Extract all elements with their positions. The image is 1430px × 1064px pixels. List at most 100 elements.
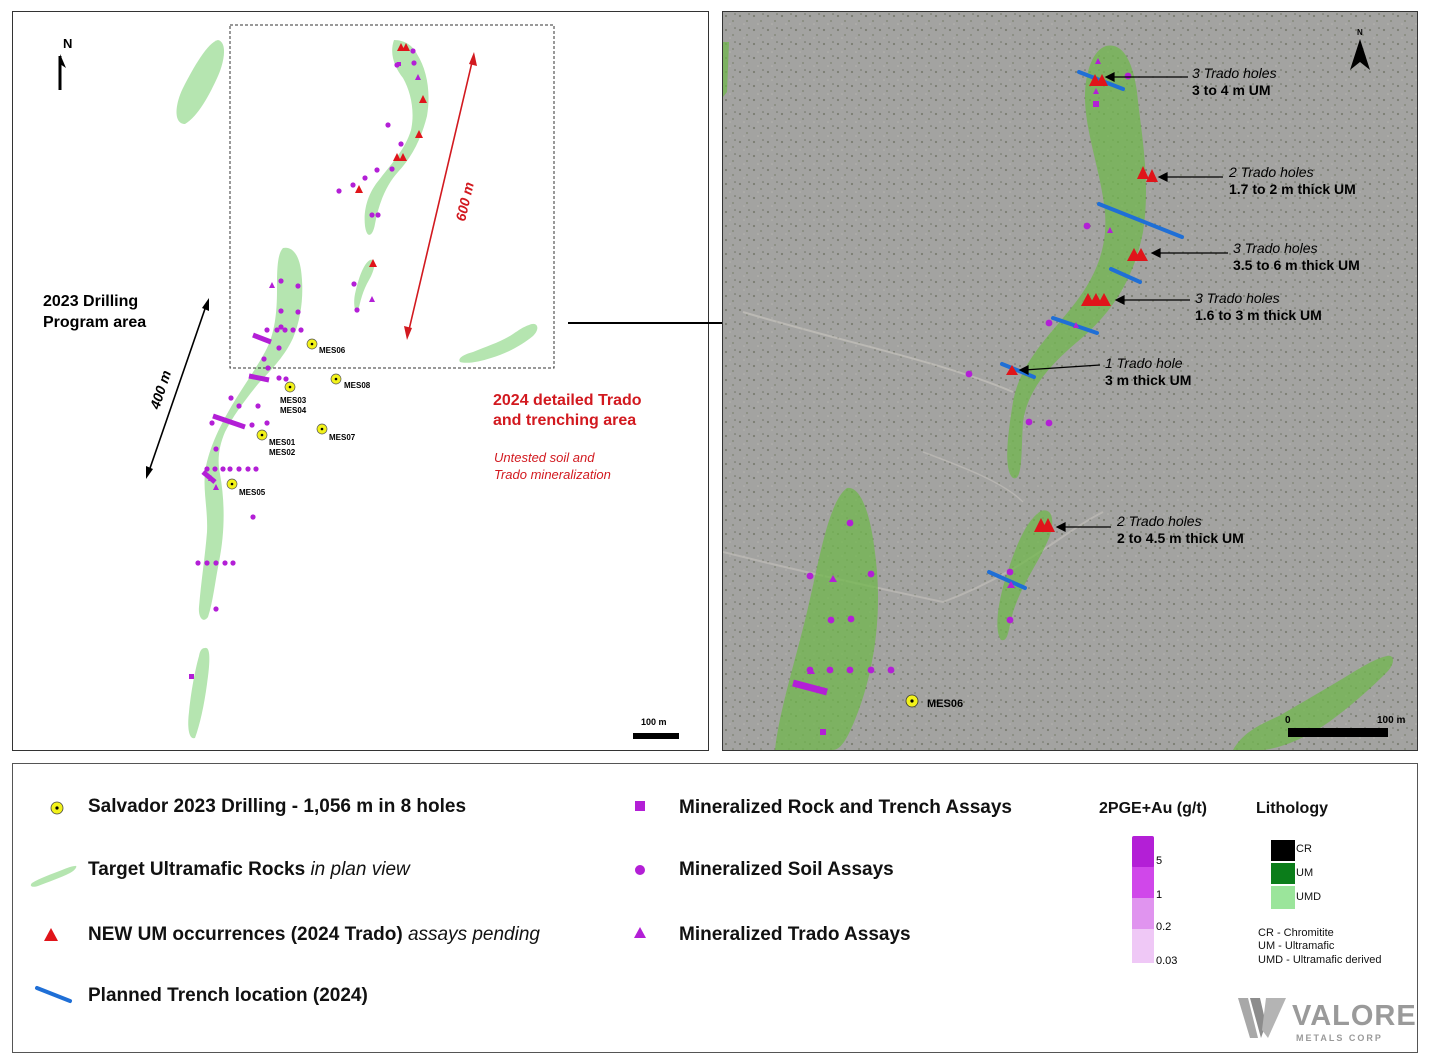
hole-label-mes02: MES02: [269, 448, 296, 457]
grade-tick-1: 1: [1156, 889, 1162, 901]
drill-hole-mes01: [256, 429, 268, 441]
callout-2-line1: 2 Trado holes: [1228, 164, 1314, 180]
hole-label-mes05: MES05: [239, 488, 266, 497]
north-label: N: [63, 36, 72, 51]
lithology-note-um: UM - Ultramafic: [1258, 940, 1335, 952]
callout-4-line2: 1.6 to 3 m thick UM: [1195, 307, 1322, 323]
grade-tick-0-2: 0.2: [1156, 921, 1171, 933]
callout-arrows: [1018, 72, 1228, 532]
overview-map-canvas: N 600 m 400 m: [43, 24, 679, 739]
hole-label-mes06: MES06: [319, 346, 346, 355]
ultramafic-body-detail-se: [1233, 655, 1393, 750]
drilling-area-label-line1: 2023 Drilling: [43, 293, 138, 310]
lithology-swatch-cr: [1271, 840, 1295, 861]
drill-hole-mes07: [316, 423, 328, 435]
trench-assay-detail: [792, 679, 828, 696]
callout-5-line2: 3 m thick UM: [1105, 372, 1191, 388]
scale-bar-detail: 0 100 m: [1285, 715, 1405, 737]
rock-assay-square-icon: [635, 801, 645, 811]
lithology-code-um: UM: [1296, 867, 1314, 879]
callout-2-line2: 1.7 to 2 m thick UM: [1229, 181, 1356, 197]
grade-scale-title: 2PGE+Au (g/t): [1099, 800, 1208, 817]
trado-assay-triangle-icon: [634, 927, 646, 938]
callout-4-line1: 3 Trado holes: [1195, 290, 1280, 306]
hole-label-mes08: MES08: [344, 381, 371, 390]
callout-1-line2: 3 to 4 m UM: [1192, 82, 1271, 98]
ultramafic-body-detail-north: [1007, 45, 1147, 479]
grade-scale-bar: 5 1 0.2 0.03: [1132, 836, 1177, 967]
scale-bar-left-label: 100 m: [641, 717, 667, 727]
north-arrow-icon: [58, 54, 66, 90]
trado-triangle-icon: [44, 928, 58, 941]
ultramafic-body-north-small: [354, 259, 375, 313]
drill-hole-detail-label: MES06: [927, 698, 963, 710]
grade-tick-0-03: 0.03: [1156, 955, 1177, 967]
ultramafic-body-main: [198, 247, 303, 620]
detail-map-panel: 3 Trado holes 3 to 4 m UM 2 Trado holes …: [722, 11, 1418, 751]
scale-bar-detail-zero: 0: [1285, 715, 1291, 726]
legend-drilling-label: Salvador 2023 Drilling - 1,056 m in 8 ho…: [88, 796, 467, 817]
untested-label-line1: Untested soil and: [494, 450, 595, 465]
grade-tick-5: 5: [1156, 855, 1162, 867]
legend-new-um-label: NEW UM occurrences (2024 Trado) assays p…: [88, 924, 540, 946]
callout-5-line1: 1 Trado hole: [1105, 355, 1183, 371]
soil-assays-left: [189, 48, 417, 679]
legend-soil-label: Mineralized Soil Assays: [679, 859, 894, 880]
legend-target-italic: in plan view: [310, 859, 410, 880]
drill-hole-mes06: [306, 338, 318, 350]
ultramafic-body-south: [188, 647, 210, 739]
dimension-400m-label: 400 m: [146, 368, 174, 412]
hole-label-mes01: MES01: [269, 438, 296, 447]
assays-detail: [806, 58, 1132, 735]
trado-assays-left: [208, 74, 421, 490]
callout-6-line1: 2 Trado holes: [1116, 513, 1202, 529]
lithology-note-cr: CR - Chromitite: [1258, 927, 1334, 939]
legend-target-main: Target Ultramafic Rocks: [88, 859, 306, 880]
scale-bar-left: 100 m: [633, 717, 679, 739]
callout-6-line2: 2 to 4.5 m thick UM: [1117, 530, 1244, 546]
drill-hole-labels-left: MES06 MES08 MES03 MES04 MES01 MES02 MES0…: [239, 346, 371, 497]
trado-occurrences-detail: [1006, 74, 1158, 532]
drill-hole-icon: [50, 801, 64, 815]
ultramafic-body-detail-edge: [723, 42, 729, 97]
dimension-600m: 600 m: [404, 52, 477, 340]
trado-area-label-line2: and trenching area: [493, 412, 636, 429]
lithology-code-umd: UMD: [1296, 891, 1322, 903]
detail-map-canvas: 3 Trado holes 3 to 4 m UM 2 Trado holes …: [723, 12, 1417, 750]
ultramafic-body-nw: [176, 40, 225, 124]
ultramafic-shape-icon: [30, 865, 77, 887]
untested-label-line2: Trado mineralization: [494, 467, 611, 482]
north-arrow-detail-icon: N: [1350, 28, 1370, 70]
legend-new-um-main: NEW UM occurrences (2024 Trado): [88, 924, 403, 945]
dimension-400m: 400 m: [146, 298, 209, 479]
lithology-swatch-umd: [1271, 886, 1295, 909]
legend-trado-label: Mineralized Trado Assays: [679, 924, 911, 945]
trado-area-label-line1: 2024 detailed Trado: [493, 392, 642, 409]
logo-subtitle: METALS CORP: [1296, 1033, 1383, 1043]
ultramafic-body-east: [459, 323, 538, 363]
lithology-title: Lithology: [1256, 800, 1328, 817]
ultramafic-body-north: [364, 40, 429, 235]
valore-logo-icon: [1238, 998, 1286, 1038]
legend-target-label: Target Ultramafic Rocks in plan view: [88, 859, 410, 881]
callout-1-line1: 3 Trado holes: [1192, 65, 1277, 81]
overview-map-panel: N 600 m 400 m: [12, 11, 709, 751]
logo-name: VALORE: [1292, 1000, 1417, 1032]
trado-occurrences-left: [355, 43, 427, 267]
legend-panel: [12, 763, 1418, 1053]
svg-text:N: N: [1357, 28, 1363, 37]
hole-label-mes04: MES04: [280, 406, 307, 415]
lithology-note-umd: UMD - Ultramafic derived: [1258, 954, 1382, 966]
drill-hole-mes03: [284, 381, 296, 393]
trado-area-outline: [229, 24, 555, 369]
lithology-swatch-um: [1271, 863, 1295, 884]
callout-3-line2: 3.5 to 6 m thick UM: [1233, 257, 1360, 273]
drill-hole-detail-mes06: MES06: [905, 694, 963, 710]
scale-bar-detail-max: 100 m: [1377, 715, 1405, 726]
legend-rock-label: Mineralized Rock and Trench Assays: [679, 797, 1012, 818]
hole-label-mes03: MES03: [280, 396, 307, 405]
dimension-600m-label: 600 m: [452, 180, 477, 222]
soil-assay-circle-icon: [635, 865, 645, 875]
ultramafic-body-detail-mid: [997, 510, 1053, 641]
legend-trench-label: Planned Trench location (2024): [88, 985, 368, 1006]
